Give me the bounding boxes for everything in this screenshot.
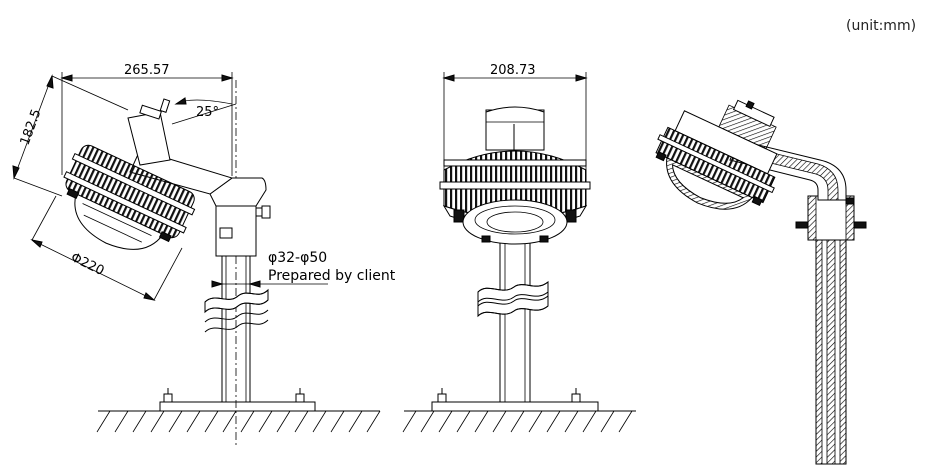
clamp-section: [795, 195, 867, 241]
ground-left: [96, 410, 381, 433]
pole-clamp-left: [215, 205, 271, 257]
pole-section: [815, 195, 847, 465]
unit-label: (unit:mm): [846, 18, 916, 34]
pole-note-size: φ32-φ50: [268, 250, 327, 266]
lamp-body-left: [63, 144, 196, 250]
dim-width-left-label: 265.57: [124, 63, 170, 78]
lamp-head-section: [655, 99, 778, 210]
base-plate-left: [159, 401, 316, 412]
section-view: [655, 99, 867, 465]
side-view: 265.57 182.5 25° Φ220: [12, 63, 396, 445]
dim-diameter-left-label: Φ220: [68, 250, 106, 279]
anchor-bolt-front: [437, 388, 581, 403]
dim-width-front-label: 208.73: [490, 63, 536, 78]
bracket-arm-left: [127, 98, 267, 207]
dim-width-front: 208.73: [442, 63, 588, 170]
dim-height-left-label: 182.5: [18, 107, 45, 147]
anchor-bolt-left: [163, 388, 305, 403]
pole-left: [204, 80, 269, 445]
front-view: 208.73: [402, 63, 636, 433]
dim-angle-left-label: 25°: [196, 105, 219, 120]
lamp-cap-front: [485, 106, 545, 151]
dim-width-left: 265.57: [60, 63, 234, 176]
pole-note-text: Prepared by client: [268, 268, 396, 284]
dim-angle-left: 25°: [171, 97, 237, 125]
base-plate-front: [431, 401, 599, 412]
pole-note: φ32-φ50 Prepared by client: [211, 250, 396, 288]
ground-front: [402, 410, 636, 433]
lamp-dome-front: [462, 199, 568, 245]
pole-front: [477, 240, 549, 402]
